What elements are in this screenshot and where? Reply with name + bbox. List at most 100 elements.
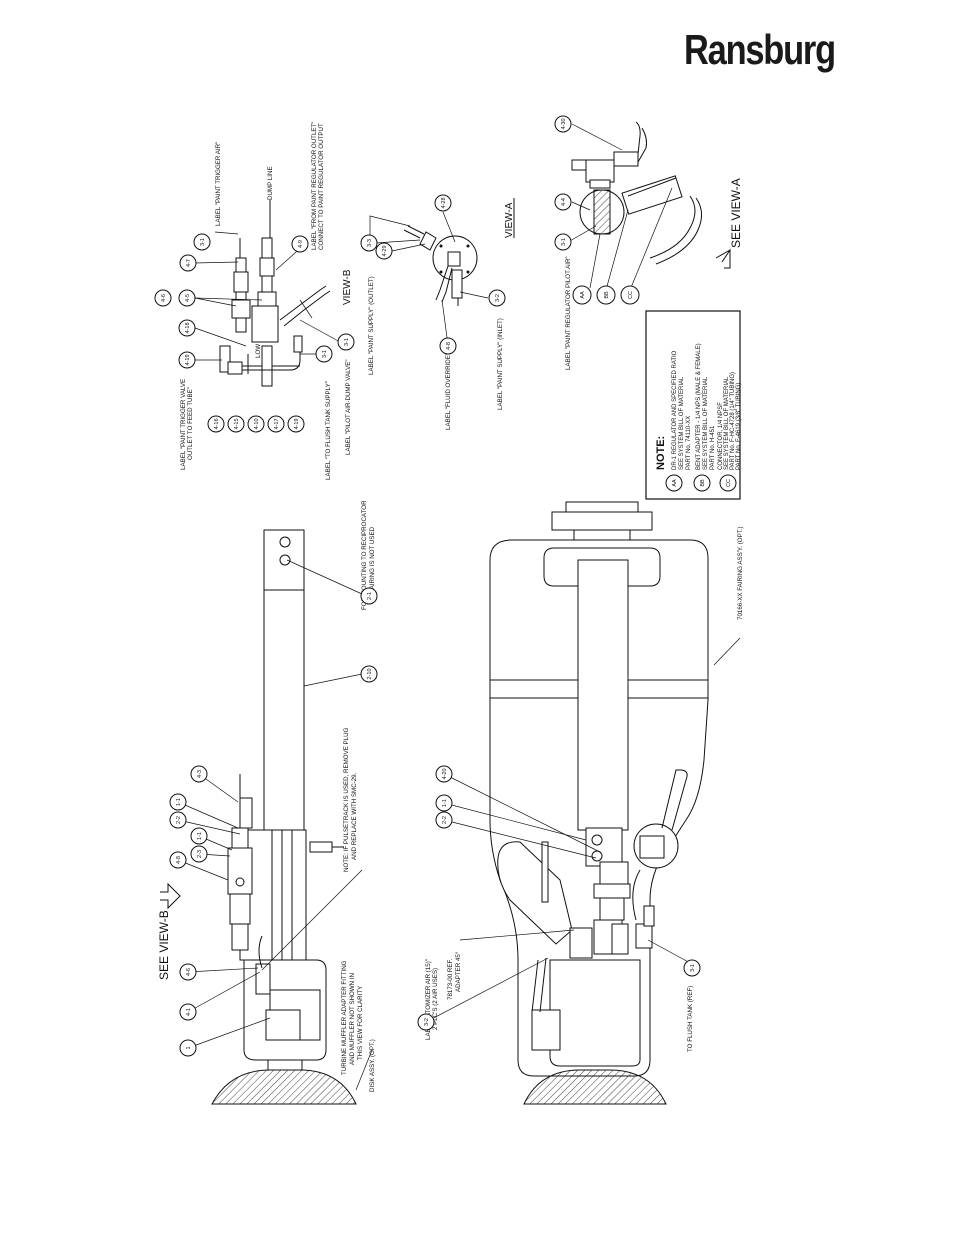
svg-text:4-8: 4-8 xyxy=(446,342,452,350)
view-b-label-from-regulator: LABEL "FROM PAINT REGULATOR OUTLET" xyxy=(311,121,318,250)
svg-text:DR-1 REGULATOR AND SPECIFIED R: DR-1 REGULATOR AND SPECIFIED RATIO xyxy=(672,350,678,470)
svg-text:4-20: 4-20 xyxy=(442,768,448,779)
balloon-2-2-b: 2-2 xyxy=(435,811,453,829)
upper-assembly: SEE VIEW-B NOTE: IF PULSETRACK IS USED, … xyxy=(157,500,378,1105)
regulator-detail: LABEL "PAINT REGULATOR PILOT AIR" SEE VI… xyxy=(554,115,743,370)
disk-assy-label: DISK ASSY. (OPT.) xyxy=(369,1039,376,1092)
svg-text:4-1: 4-1 xyxy=(186,1008,192,1016)
svg-text:4-7: 4-7 xyxy=(186,259,192,267)
balloon-ref-bb: BB xyxy=(596,285,616,305)
svg-text:4-16: 4-16 xyxy=(214,418,220,429)
svg-text:4-3: 4-3 xyxy=(197,770,203,778)
balloon-3-1-c: 3-1 xyxy=(337,333,355,351)
see-view-a: SEE VIEW-A xyxy=(729,178,743,248)
svg-text:3-2: 3-2 xyxy=(495,294,501,302)
svg-text:1-1: 1-1 xyxy=(176,798,182,806)
balloon-3-2-b: 3-2 xyxy=(417,1013,435,1031)
view-b-label-pilot-dump: LABEL "PILOT AIR-DUMP VALVE" xyxy=(345,359,352,455)
balloon-4-19-a: 4-19 xyxy=(178,351,196,369)
svg-text:CC: CC xyxy=(726,479,732,487)
balloon-3-3: 3-3 xyxy=(360,234,378,252)
balloon-4-10: 4-10 xyxy=(247,415,265,433)
view-a-label-fluid-override: LABEL "FLUID OVERRIDE" xyxy=(445,353,452,430)
svg-text:1-1: 1-1 xyxy=(442,799,448,807)
note-pulsetrack-1: NOTE: IF PULSETRACK IS USED, REMOVE PLUG xyxy=(343,727,350,872)
balloon-4-8-b: 4-8 xyxy=(169,851,187,869)
adapter-label-2: ADAPTER 45° xyxy=(455,951,462,992)
svg-text:PART No. H-451: PART No. H-451 xyxy=(710,425,716,470)
balloon-3-1-b: 3-1 xyxy=(315,345,333,363)
view-b-label-trigger-valve: LABEL "PAINT TRIGGER VALVE xyxy=(180,379,187,470)
balloon-ref-aa: AA xyxy=(572,285,592,305)
svg-text:4-19: 4-19 xyxy=(294,418,300,429)
svg-text:3-3: 3-3 xyxy=(367,239,373,247)
balloon-4-15: 4-15 xyxy=(227,415,245,433)
svg-text:4-4: 4-4 xyxy=(561,198,567,206)
svg-text:CONNECTOR, 1/4 NPSF: CONNECTOR, 1/4 NPSF xyxy=(718,402,724,470)
turbine-note-1: TURBINE MUFFLER ADAPTER FITTING xyxy=(341,960,348,1075)
balloon-1-1-b: 1-1 xyxy=(190,827,208,845)
svg-text:4-9: 4-9 xyxy=(298,240,304,248)
svg-text:3-1: 3-1 xyxy=(690,964,696,972)
flush-tank-label: TO FLUSH TANK (REF) xyxy=(687,986,694,1052)
lower-assembly: LABEL "ATOMIZER AIR (15)" 2 PLC'S (2 AIR… xyxy=(417,501,744,1105)
view-a-label-paint-inlet: LABEL "PAINT SUPPLY" (INLET) xyxy=(497,318,504,410)
atomizer-air-label-2: 2 PLC'S (2 AIR USES) xyxy=(432,968,439,1030)
balloon-4-5: 4-5 xyxy=(178,289,196,307)
svg-text:4-28: 4-28 xyxy=(441,197,447,208)
balloon-4-16: 4-16 xyxy=(207,415,225,433)
atomizer-air-label-1: LABEL "ATOMIZER AIR (15)" xyxy=(425,959,432,1040)
balloon-1-1-a: 1-1 xyxy=(169,793,187,811)
svg-text:SEE SYSTEM BILL OF MATERIAL: SEE SYSTEM BILL OF MATERIAL xyxy=(679,376,685,470)
svg-text:AA: AA xyxy=(672,479,678,487)
note-box: NOTE: AA DR-1 REGULATOR AND SPECIFIED RA… xyxy=(645,310,742,500)
balloon-ref-cc: CC xyxy=(620,285,640,305)
svg-text:1: 1 xyxy=(186,1046,192,1049)
balloon-3-2-a: 3-2 xyxy=(488,289,506,307)
brand-logo: Ransburg xyxy=(684,26,836,73)
svg-text:2-3: 2-3 xyxy=(197,850,203,858)
balloon-4-6-b: 4-6 xyxy=(179,963,197,981)
svg-text:4-10: 4-10 xyxy=(254,418,260,429)
svg-text:PART No. 74110-XX: PART No. 74110-XX xyxy=(686,416,692,470)
svg-text:4-17: 4-17 xyxy=(274,418,280,429)
balloon-4-6: 4-6 xyxy=(154,289,172,307)
balloon-4-1: 4-1 xyxy=(179,1003,197,1021)
fairing-label: 70166-XX FAIRING ASS'Y. (OPT.) xyxy=(737,526,744,620)
view-b-diagram: LABEL "PAINT TRIGGER AIR" DUMP LINE LABE… xyxy=(154,121,355,480)
balloon-4-29: 4-29 xyxy=(375,242,393,260)
balloon-1: 1 xyxy=(179,1039,197,1057)
view-b-label-connect-regulator: CONNECT TO PAINT REGULATOR OUTPUT xyxy=(318,123,325,250)
balloon-4-20: 4-20 xyxy=(435,765,453,783)
svg-text:4-5: 4-5 xyxy=(185,294,191,302)
svg-text:SEE SYSTEM BILL OF MATERIAL: SEE SYSTEM BILL OF MATERIAL xyxy=(703,376,709,470)
note-pulsetrack-2: AND REPLACE WITH SMC-29. xyxy=(351,772,358,860)
svg-text:3-2: 3-2 xyxy=(424,1018,430,1026)
balloon-4-30: 4-30 xyxy=(554,115,572,133)
turbine-note-3: THIS VIEW FOR CLARITY xyxy=(357,986,364,1060)
view-b-label-flush-supply: LABEL "TO FLUSH TANK SUPPLY" xyxy=(325,381,332,480)
note-mounting-1: FOR MOUNTING TO RECIPROCATOR xyxy=(361,500,368,610)
regulator-label-pilot-air: LABEL "PAINT REGULATOR PILOT AIR" xyxy=(565,256,572,370)
balloon-2-10: 2-10 xyxy=(360,665,378,683)
svg-text:3-1: 3-1 xyxy=(322,350,328,358)
view-a-title: VIEW-A xyxy=(504,202,515,238)
svg-text:CC: CC xyxy=(628,291,634,299)
svg-text:4-6: 4-6 xyxy=(186,968,192,976)
balloon-3-1-a: 3-1 xyxy=(193,233,211,251)
balloon-4-19-b: 4-19 xyxy=(287,415,305,433)
svg-text:1-1: 1-1 xyxy=(197,832,203,840)
svg-text:2-1: 2-1 xyxy=(367,592,373,600)
view-a-detail: LABEL "PAINT SUPPLY" (OUTLET) LABEL "FLU… xyxy=(360,194,515,430)
balloon-4-3: 4-3 xyxy=(190,765,208,783)
svg-text:BENT ADAPTER - 1/4 NPS (MALE &: BENT ADAPTER - 1/4 NPS (MALE & FEMALE) xyxy=(696,343,702,470)
svg-text:2-10: 2-10 xyxy=(367,668,373,679)
balloon-4-9: 4-9 xyxy=(291,235,309,253)
balloon-3-1-e: 3-1 xyxy=(683,959,701,977)
svg-text:4-15: 4-15 xyxy=(234,418,240,429)
svg-text:4-19: 4-19 xyxy=(185,354,191,365)
balloon-4-4: 4-4 xyxy=(554,193,572,211)
view-b-title: VIEW-B xyxy=(342,269,353,305)
svg-text:4-18: 4-18 xyxy=(185,322,191,333)
